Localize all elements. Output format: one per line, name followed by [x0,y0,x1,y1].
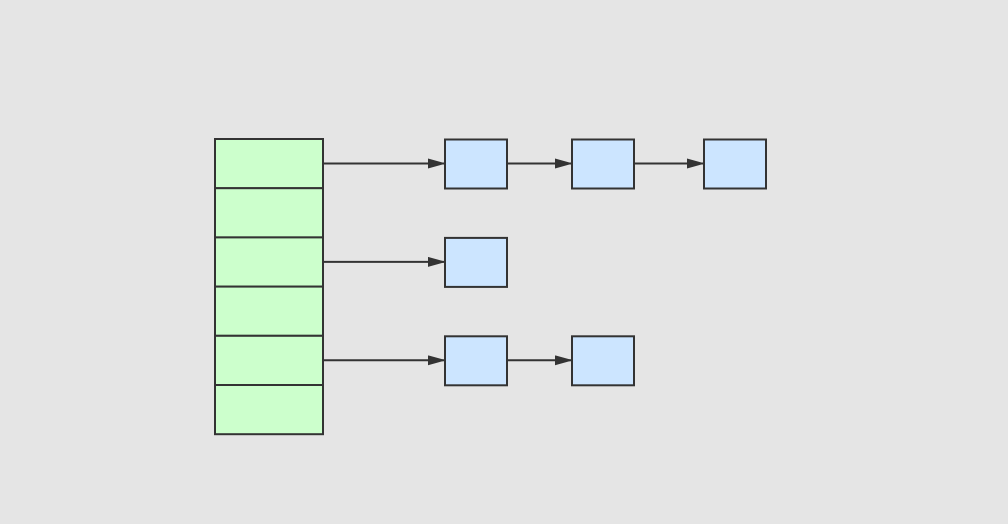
chain-node [444,138,508,190]
bucket-array [214,138,324,436]
chain-node [703,138,767,190]
bucket-cell [214,236,324,288]
bucket-cell [214,187,324,239]
chain-node [444,236,508,288]
chain-node [444,335,508,387]
bucket-cell [214,285,324,337]
bucket-cell [214,138,324,190]
bucket-cell [214,334,324,386]
chain-node [571,335,635,387]
chains [323,138,767,387]
chain-node [571,138,635,190]
bucket-cell [214,384,324,436]
